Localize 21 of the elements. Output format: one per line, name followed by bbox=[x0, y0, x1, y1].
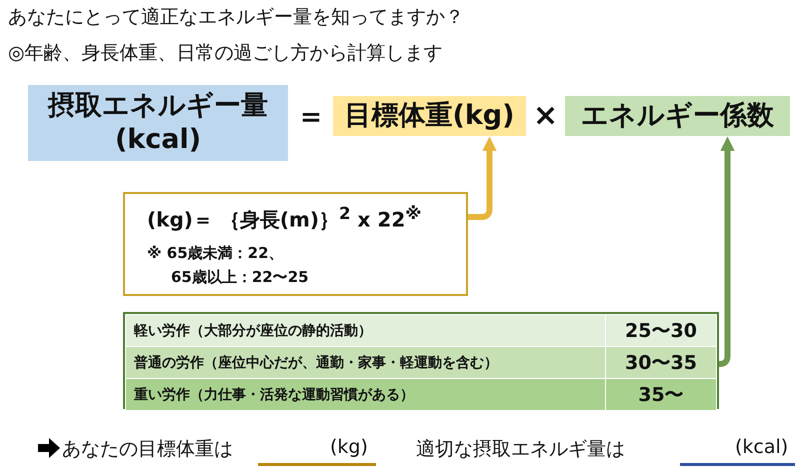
arrow bbox=[468, 136, 497, 220]
table-cell: 35〜 bbox=[606, 378, 716, 410]
subtitle: ◎年齢、身長体重、日常の過ごし方から計算します bbox=[8, 41, 443, 66]
equals-sign: ＝ bbox=[296, 98, 326, 136]
arrow bbox=[716, 136, 735, 367]
formula-term: 目標体重(kg) bbox=[333, 96, 526, 136]
answer-prompt: 適切な摂取エネルギ量は bbox=[416, 437, 625, 462]
answer-prompt: あなたの目標体重は bbox=[62, 437, 233, 462]
formula-term: エネルギー係数 bbox=[565, 96, 790, 136]
table-cell: 軽い労作（大部分が座位の静的活動） bbox=[126, 314, 606, 346]
formula: (kg)＝ ｛身長(m)｝$^{2}$ x 22$^{※}$ bbox=[147, 204, 422, 234]
footnote: ※ 65歳未満：22、 bbox=[147, 244, 284, 263]
footnote: 65歳以上：22〜25 bbox=[171, 268, 309, 287]
table-cell: 重い労作（力仕事・活発な運動習慣がある） bbox=[126, 378, 606, 410]
title: あなたにとって適正なエネルギー量を知ってますか？ bbox=[8, 5, 464, 30]
formula-box bbox=[123, 192, 468, 296]
formula-term: 摂取エネルギー量 (kcal) bbox=[28, 85, 288, 161]
table bbox=[123, 312, 719, 409]
unit-label: (kcal) bbox=[735, 436, 788, 458]
unit-label: (kg) bbox=[330, 436, 368, 458]
times-sign: × bbox=[533, 98, 558, 133]
